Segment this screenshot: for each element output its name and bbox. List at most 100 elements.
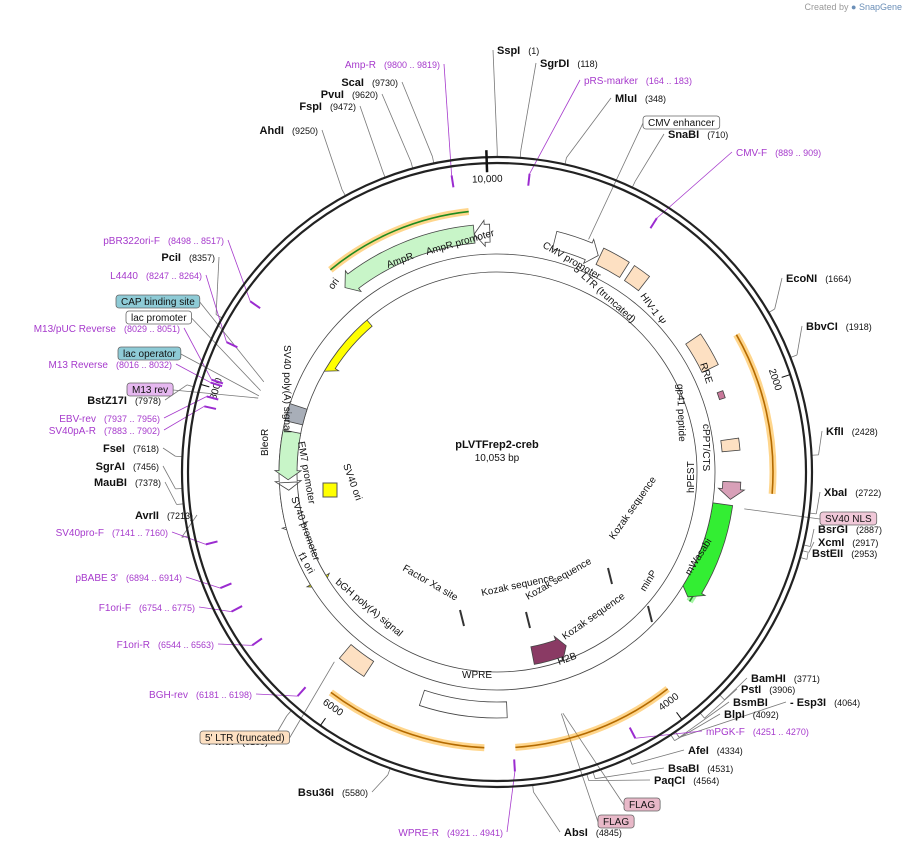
feature-em7-promoter[interactable]: [273, 253, 716, 691]
boxed-label-flag: FLAG: [597, 814, 635, 829]
feature-label-factor-xa-site: Factor Xa site: [401, 563, 460, 604]
enzyme-label-pcii-pos: (8357): [189, 253, 215, 263]
feature-label-sv40-poly-a-signal: SV40 poly(A) signal: [281, 345, 292, 433]
leader-line: [566, 97, 612, 158]
leader-line: [674, 713, 721, 741]
feature-cppt-cts[interactable]: [720, 437, 741, 453]
leader-line: [631, 749, 685, 765]
credit-brand: SnapGene: [858, 2, 902, 12]
leader-line: [382, 170, 386, 178]
enzyme-label-snabi-name: SnaBI: [668, 129, 699, 141]
enzyme-label-snabi: SnaBI(710): [668, 129, 728, 141]
leader-line: [801, 550, 809, 553]
feature-wpre[interactable]: [418, 689, 508, 719]
enzyme-label-fsei-name: FseI: [103, 443, 125, 455]
enzyme-label-ahdi: (9250)AhdI: [260, 125, 318, 137]
boxed-label-lac-operator: lac operator: [117, 346, 182, 361]
enzyme-label-bamhi: BamHI(3771): [751, 673, 820, 685]
boxed-label-text: SV40 NLS: [825, 514, 872, 525]
enzyme-label-esp3i: - Esp3I(4064): [790, 697, 860, 709]
enzyme-label-pcii: (8357)PciI: [161, 252, 215, 264]
primer-label-m13-reverse-name: M13 Reverse: [48, 360, 108, 371]
primer-mark: [450, 175, 455, 188]
leader-line: [359, 105, 384, 172]
feature-h2b[interactable]: [530, 635, 567, 665]
feature-bleor[interactable]: [273, 429, 303, 481]
leader-line: [381, 93, 412, 162]
leader-line: [163, 396, 207, 419]
tick-mark: [676, 712, 683, 720]
primer-label-pbabe-3: (6894 .. 6914)pBABE 3': [75, 573, 182, 584]
feature-5-ltr-truncated[interactable]: [595, 247, 630, 278]
plasmid-name: pLVTFrep2-creb: [455, 439, 539, 451]
enzyme-label-bsabi-name: BsaBI: [668, 763, 699, 775]
boxed-label-text: FLAG: [629, 800, 655, 811]
leader-line: [678, 701, 730, 738]
enzyme-label-bsteii: BstEII(2953): [812, 548, 877, 560]
primer-label-ebv-rev: (7937 .. 7956)EBV-rev: [59, 414, 160, 425]
boxed-label-cmv-enhancer: CMV enhancer: [642, 115, 721, 130]
feature-hpest[interactable]: [717, 481, 746, 500]
feature-cmv-promoter[interactable]: [552, 230, 599, 265]
leader-line: [635, 730, 703, 739]
primer-mark: [249, 300, 261, 309]
leader-line: [191, 317, 261, 391]
boxed-label-box: [623, 797, 661, 812]
enzyme-label-bstz17i-name: BstZ17I: [87, 395, 127, 407]
feature-rre[interactable]: [685, 333, 719, 373]
enzyme-label-maubi: (7378)MauBI: [94, 477, 161, 489]
plasmid-backbone: [180, 155, 814, 789]
enzyme-label-psti-name: PstI: [741, 684, 761, 696]
enzyme-label-paqci-name: PaqCI: [654, 775, 685, 787]
enzyme-label-xcmi: XcmI(2917): [818, 537, 878, 549]
primer-label-sv40pa-r-pos: (7883 .. 7902): [104, 426, 160, 436]
enzyme-label-mlui-name: MluI: [615, 93, 637, 105]
origin-marker: [485, 150, 489, 173]
leader-line: [289, 661, 335, 739]
primer-label-prs-marker-pos: (164 .. 183): [646, 76, 692, 86]
primer-label-f1ori-r-name: F1ori-R: [117, 640, 150, 651]
leader-line: [443, 63, 453, 176]
leader-line: [215, 256, 220, 315]
leader-line: [744, 508, 821, 520]
leader-line: [818, 430, 823, 455]
boxed-label-lac-promoter: lac promoter: [125, 310, 192, 325]
site-mark: [525, 611, 531, 629]
enzyme-label-xcmi-pos: (2917): [852, 538, 878, 548]
tick-mark: [781, 374, 791, 378]
feature-ampr-promoter[interactable]: [473, 219, 491, 248]
feature-sv40-poly-a-signal[interactable]: [284, 403, 308, 426]
enzyme-label-xbai-pos: (2722): [855, 488, 881, 498]
leader-line: [809, 512, 817, 515]
leader-line: [592, 771, 596, 779]
leader-line: [341, 189, 346, 197]
enzyme-label-esp3i-name: - Esp3I: [790, 697, 826, 709]
leader-line: [164, 384, 188, 401]
boxed-label-box: [117, 346, 182, 361]
leader-line: [806, 552, 809, 560]
enzyme-label-sspi: SspI(1): [497, 45, 539, 57]
snapgene-logo-icon: ●: [851, 2, 857, 12]
feature-bgh-poly-a-signal[interactable]: [338, 643, 375, 678]
feature-hiv-1[interactable]: [623, 265, 651, 292]
feature-ampr[interactable]: [344, 224, 476, 293]
feature-arrows[interactable]: [273, 219, 746, 719]
enzyme-label-xbai-name: XbaI: [824, 487, 847, 499]
feature-gp41-peptide[interactable]: [716, 390, 726, 401]
enzyme-label-avrii-pos: (7213): [167, 511, 193, 521]
enzyme-label-bbvci-name: BbvCI: [806, 321, 838, 333]
primer-label-m13-puc-reverse: (8029 .. 8051)M13/pUC Reverse: [34, 324, 180, 335]
enzyme-label-bsmbi-name: BsmBI: [733, 697, 768, 709]
primer-mark: [649, 217, 658, 229]
boxed-label-5-ltr-truncated: 5' LTR (truncated): [199, 730, 290, 745]
primer-label-wpre-r: (4921 .. 4941)WPRE-R: [398, 828, 503, 839]
primer-label-mpgk-f-pos: (4251 .. 4270): [753, 727, 809, 737]
leader-line: [164, 481, 177, 505]
leader-line: [628, 757, 633, 765]
enzyme-label-sgrdi-name: SgrDI: [540, 58, 569, 70]
primer-label-pbr322ori-f-name: pBR322ori-F: [103, 236, 160, 247]
primer-label-bgh-rev: (6181 .. 6198)BGH-rev: [149, 690, 252, 701]
feature-label-5-ltr-truncated: 5' LTR (truncated): [571, 264, 637, 325]
primer-label-amp-r: (9800 .. 9819)Amp-R: [345, 60, 440, 71]
